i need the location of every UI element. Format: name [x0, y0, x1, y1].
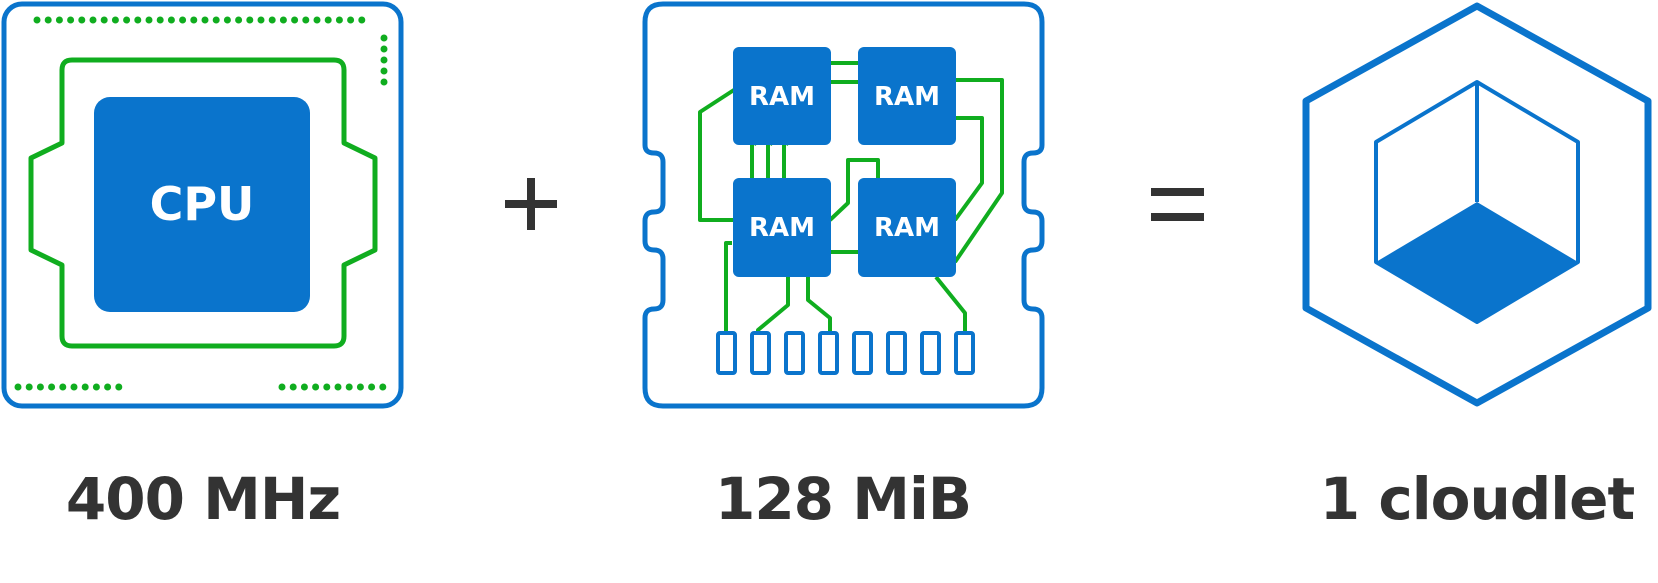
- cpu-dot: [335, 16, 343, 24]
- cpu-dot: [257, 16, 265, 24]
- ram-pin: [920, 331, 941, 375]
- cpu-dot: [324, 16, 332, 24]
- plus-icon: [505, 178, 557, 230]
- hexagon-cube-icon: [1302, 2, 1652, 407]
- cpu-dot: [100, 16, 108, 24]
- cpu-dot: [380, 56, 388, 64]
- cpu-dot: [201, 16, 209, 24]
- cpu-dot: [44, 16, 52, 24]
- ram-module: [858, 47, 956, 145]
- cpu-dot: [279, 16, 287, 24]
- cpu-label: CPU: [150, 177, 255, 231]
- cpu-dot: [81, 383, 89, 391]
- cpu-dot: [380, 45, 388, 53]
- ram-pins: [716, 331, 975, 375]
- ram-module-label: RAM: [874, 82, 940, 112]
- ram-pin: [784, 331, 805, 375]
- cpu-dot: [78, 16, 86, 24]
- cpu-dot: [92, 383, 100, 391]
- cpu-dot: [268, 16, 276, 24]
- ram-board-outline: [642, 1, 1045, 409]
- cpu-core: [94, 97, 310, 312]
- cpu-dot: [368, 383, 376, 391]
- cpu-dot: [115, 383, 123, 391]
- ram-module-label: RAM: [749, 82, 815, 112]
- cpu-dot: [48, 383, 56, 391]
- cpu-dot: [70, 383, 78, 391]
- cpu-dot: [312, 383, 320, 391]
- cloudlet-caption: 1 cloudlet: [1319, 465, 1635, 533]
- cpu-dot: [345, 383, 353, 391]
- ram-pin: [886, 331, 907, 375]
- ram-pin: [716, 331, 737, 375]
- ram-pin: [852, 331, 873, 375]
- cpu-dot: [25, 383, 33, 391]
- cpu-caption: 400 MHz: [65, 465, 341, 533]
- cpu-dot: [380, 67, 388, 75]
- cpu-dot: [380, 34, 388, 42]
- cpu-dot: [111, 16, 119, 24]
- cpu-dot: [356, 383, 364, 391]
- cpu-dot: [289, 383, 297, 391]
- ram-module: [733, 47, 831, 145]
- cpu-dot: [156, 16, 164, 24]
- ram-board-icon: RAM RAM RAM RAM: [642, 1, 1045, 409]
- cpu-board-outline: [1, 1, 404, 409]
- cpu-dot: [59, 383, 67, 391]
- cpu-dot: [223, 16, 231, 24]
- ram-modules: RAM RAM RAM RAM: [733, 47, 956, 277]
- cpu-dot-row-top: [14, 16, 388, 391]
- cpu-dot: [358, 16, 366, 24]
- cloudlet-cube: [1374, 80, 1580, 324]
- cpu-dot: [134, 16, 142, 24]
- ram-module-label: RAM: [874, 213, 940, 243]
- cpu-dot: [302, 16, 310, 24]
- cpu-dot: [212, 16, 220, 24]
- cpu-dot: [36, 383, 44, 391]
- cpu-dot: [104, 383, 112, 391]
- ram-module-label: RAM: [749, 213, 815, 243]
- cpu-dot: [300, 383, 308, 391]
- cpu-dot: [291, 16, 299, 24]
- cpu-dot: [179, 16, 187, 24]
- ram-pin: [954, 331, 975, 375]
- cloudlet-hexagon: [1302, 2, 1652, 407]
- cpu-chip-icon: CPU: [1, 1, 404, 409]
- ram-caption: 128 MiB: [714, 465, 972, 533]
- cpu-dot: [145, 16, 153, 24]
- cpu-dot: [67, 16, 75, 24]
- cpu-dot: [379, 383, 387, 391]
- cpu-dot: [55, 16, 63, 24]
- ram-pin: [818, 331, 839, 375]
- cpu-dot: [89, 16, 97, 24]
- cpu-dot: [246, 16, 254, 24]
- cpu-dot: [190, 16, 198, 24]
- cpu-dot: [278, 383, 286, 391]
- cpu-dot: [235, 16, 243, 24]
- cpu-dot: [313, 16, 321, 24]
- ram-module: [858, 178, 956, 277]
- cpu-dot: [167, 16, 175, 24]
- cpu-dot: [334, 383, 342, 391]
- ram-module: [733, 178, 831, 277]
- ram-pin: [750, 331, 771, 375]
- cpu-socket-outline: [28, 57, 378, 349]
- cpu-dot: [123, 16, 131, 24]
- cpu-dot: [14, 383, 22, 391]
- cpu-dot: [347, 16, 355, 24]
- cpu-dot: [33, 16, 41, 24]
- cpu-dot: [380, 78, 388, 86]
- cpu-dot: [323, 383, 331, 391]
- equals-icon: [1151, 188, 1204, 221]
